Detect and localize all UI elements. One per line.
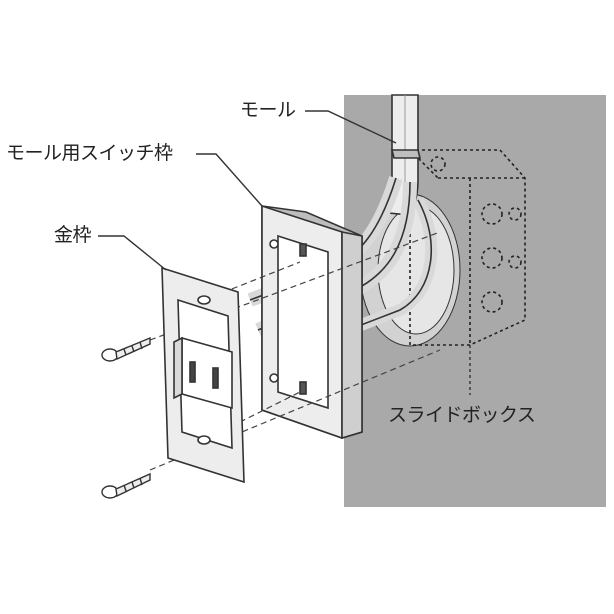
outlet bbox=[173, 336, 233, 410]
screw-top bbox=[101, 336, 151, 362]
label-mall-switch-frame: モール用スイッチ枠 bbox=[6, 142, 173, 164]
screw-bottom bbox=[101, 472, 151, 499]
slide-box bbox=[409, 149, 526, 346]
mall-switch-frame bbox=[261, 204, 363, 440]
label-mall: モール bbox=[240, 99, 296, 121]
label-slide-box: スライドボックス bbox=[388, 404, 536, 426]
label-metal-frame: 金枠 bbox=[54, 224, 92, 246]
leader-lines bbox=[98, 110, 471, 395]
